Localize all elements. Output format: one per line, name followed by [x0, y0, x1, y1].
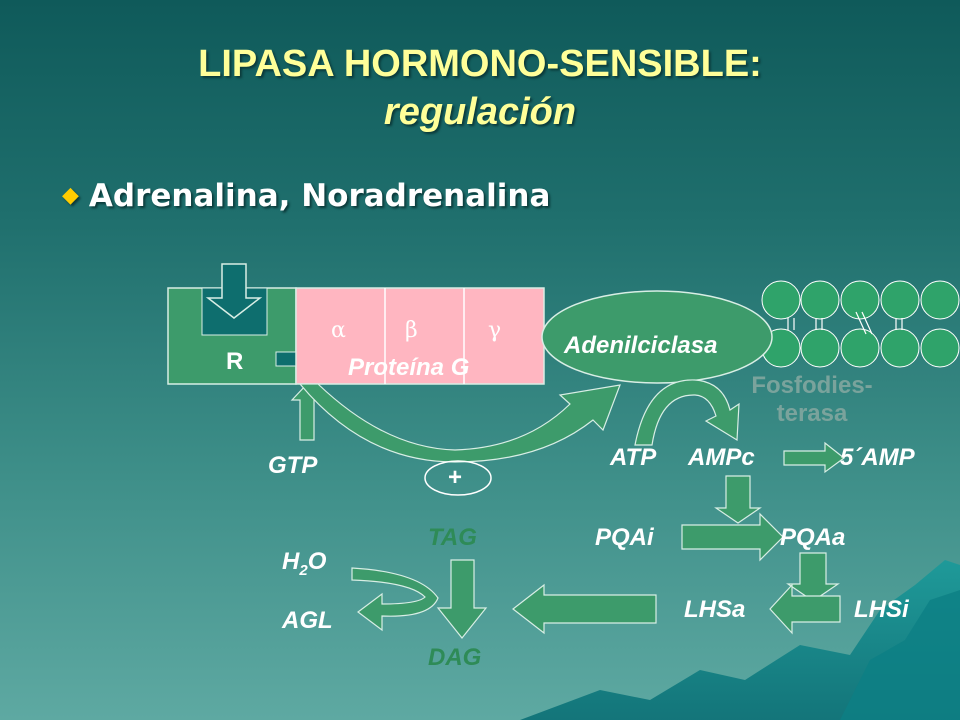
plus-ellipse	[424, 460, 492, 496]
title-line-1: LIPASA HORMONO-SENSIBLE:	[198, 43, 762, 85]
dag-label: DAG	[428, 644, 482, 671]
hsl-inactive-label: LHSi	[854, 596, 909, 623]
pka-inactive-label: PQAi	[595, 524, 654, 551]
camp-to-amp-arrow-icon	[783, 441, 845, 474]
fatty-acid-label: AGL	[282, 607, 333, 634]
slide-title: LIPASA HORMONO-SENSIBLE: regulación	[0, 40, 960, 136]
pka-active-label: PQAa	[780, 524, 846, 551]
hormone-down-arrow-icon	[205, 263, 263, 319]
phosphodiesterase-line-2: terasa	[776, 400, 848, 427]
adenylyl-cyclase-label: Adenilciclasa	[564, 332, 718, 359]
membrane-lipids	[761, 280, 960, 368]
pka-down-arrow-icon	[786, 552, 840, 602]
tag-label: TAG	[428, 524, 477, 551]
beta-subunit-label: β	[405, 318, 418, 343]
water-to-fatty-acid-curve-arrow-icon	[351, 567, 439, 632]
gamma-subunit-label: γ	[488, 318, 502, 343]
phosphodiesterase-line-1: Fosfodies-	[751, 372, 873, 399]
hsl-active-label: LHSa	[684, 596, 746, 623]
hsl-to-tag-arrow-icon	[512, 583, 657, 635]
atp-label: ATP	[610, 444, 657, 471]
water-o: O	[307, 548, 327, 575]
pka-activation-arrow-icon	[681, 512, 784, 562]
atp-to-camp-curve-arrow-icon	[634, 379, 740, 446]
camp-label: AMPc	[688, 444, 755, 471]
gtp-label: GTP	[268, 452, 318, 479]
bullet-text: Adrenalina, Noradrenalina	[88, 178, 551, 214]
water-label: H2O	[282, 548, 326, 579]
title-line-2: regulación	[383, 91, 577, 133]
diamond-bullet-icon: ◆	[62, 183, 79, 208]
camp-down-arrow-icon	[714, 475, 762, 524]
mountain-decoration-back	[840, 590, 960, 720]
g-protein-box	[295, 287, 545, 385]
alpha-subunit-label: α	[331, 318, 346, 343]
plus-label: +	[448, 464, 463, 491]
gprotein-activation-curve-arrow-icon	[298, 383, 621, 463]
g-protein-label: Proteína G	[348, 354, 470, 381]
phosphodiesterase-label: Fosfodies- terasa	[732, 372, 892, 428]
amp-label: 5´AMP	[840, 444, 915, 471]
hsl-activation-arrow-icon	[769, 583, 841, 635]
water-subscript: 2	[299, 561, 308, 579]
receptor-label: R	[226, 348, 244, 375]
mountain-decoration	[520, 560, 960, 720]
bullet-item: ◆ Adrenalina, Noradrenalina	[62, 178, 550, 214]
tag-to-dag-arrow-icon	[436, 559, 488, 639]
water-h: H	[282, 548, 300, 575]
lipid-tails	[787, 311, 903, 335]
adenylyl-cyclase-ellipse	[541, 290, 773, 384]
